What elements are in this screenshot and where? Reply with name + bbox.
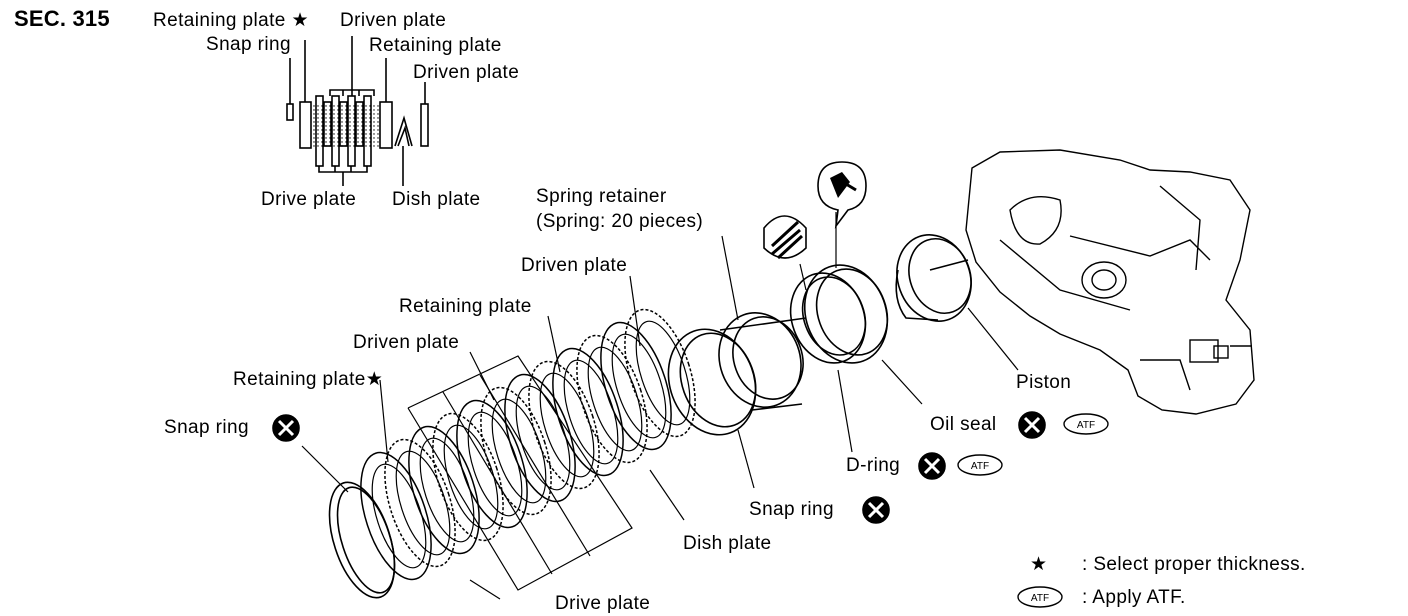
clutch-plate-inner xyxy=(539,372,595,478)
clutch-plates xyxy=(328,481,396,599)
inset-label-retaining-plate-star: Retaining plate ★ xyxy=(153,10,309,31)
label-oil-seal: Oil seal xyxy=(930,414,997,435)
clutch-plate xyxy=(480,386,552,516)
inset-label-snap-ring: Snap ring xyxy=(206,34,291,55)
clutch-plate xyxy=(576,334,648,464)
inset-label-drive-plate: Drive plate xyxy=(261,189,357,210)
label-snap-ring-left: Snap ring xyxy=(164,417,249,438)
clutch-plate-inner xyxy=(635,320,691,426)
inset-label-driven-plate-top: Driven plate xyxy=(340,10,447,31)
atf-badge-icon: ATF xyxy=(957,454,1003,476)
label-drive-plate: Drive plate xyxy=(555,593,651,614)
clutch-plate-inner xyxy=(467,411,523,517)
legend-star-text: : Select proper thickness. xyxy=(1082,554,1306,575)
label-driven-plate-upper: Driven plate xyxy=(521,255,628,276)
clutch-plate xyxy=(552,347,624,477)
petroleum-jelly-icon xyxy=(763,215,807,260)
label-spring-retainer: Spring retainer xyxy=(536,186,667,207)
clutch-plate xyxy=(456,399,528,529)
grease-icon xyxy=(817,161,867,229)
transaxle-case xyxy=(965,149,1255,415)
leader-lines xyxy=(301,212,1019,521)
clutch-plate xyxy=(384,438,456,568)
clutch-plate-inner xyxy=(491,398,547,504)
svg-text:ATF: ATF xyxy=(971,461,989,472)
spring-retainer-group xyxy=(667,264,889,436)
label-retaining-plate-star: Retaining plate★ xyxy=(233,369,384,390)
svg-text:ATF: ATF xyxy=(1031,593,1049,604)
plate-stack xyxy=(360,308,696,581)
inset-label-driven-plate-right: Driven plate xyxy=(413,62,520,83)
clutch-plate xyxy=(360,451,432,581)
piston xyxy=(895,234,972,322)
label-dish-plate: Dish plate xyxy=(683,533,772,554)
replace-part-icon xyxy=(1018,411,1046,439)
clutch-plate xyxy=(600,321,672,451)
section-number: SEC. 315 xyxy=(14,6,110,31)
clutch-plate-inner xyxy=(611,333,667,439)
clutch-plate xyxy=(408,425,480,555)
clutch-plate xyxy=(624,308,696,438)
label-spring-note: (Spring: 20 pieces) xyxy=(536,211,704,232)
clutch-plate xyxy=(504,373,576,503)
legend-atf-text: : Apply ATF. xyxy=(1082,587,1186,608)
inset-cross-section xyxy=(286,36,429,186)
clutch-plate-inner xyxy=(563,359,619,465)
clutch-plate-inner xyxy=(587,346,643,452)
label-d-ring: D-ring xyxy=(846,455,901,476)
clutch-plate-inner xyxy=(443,424,499,530)
clutch-plate-inner xyxy=(395,450,451,556)
clutch-plate-inner xyxy=(371,463,427,569)
atf-badge-icon: ATF xyxy=(1017,586,1063,608)
label-driven-plate-lower: Driven plate xyxy=(353,332,460,353)
label-retaining-plate: Retaining plate xyxy=(399,296,532,317)
clutch-plate-inner xyxy=(419,437,475,543)
legend-star-symbol: ★ xyxy=(1030,554,1048,575)
label-piston: Piston xyxy=(1016,372,1072,393)
svg-text:ATF: ATF xyxy=(1077,420,1095,431)
atf-badge-icon: ATF xyxy=(1063,413,1109,435)
star-icon: ★ xyxy=(291,10,309,31)
inset-label-dish-plate: Dish plate xyxy=(392,189,481,210)
clutch-plate-inner xyxy=(515,385,571,491)
label-snap-ring-right: Snap ring xyxy=(749,499,834,520)
star-icon: ★ xyxy=(365,369,384,390)
replace-part-icon xyxy=(272,414,300,442)
inset-label-retaining-plate: Retaining plate xyxy=(369,35,502,56)
clutch-plate xyxy=(528,360,600,490)
replace-part-icon xyxy=(918,452,946,480)
replace-part-icon xyxy=(862,496,890,524)
clutch-plate xyxy=(432,412,504,542)
